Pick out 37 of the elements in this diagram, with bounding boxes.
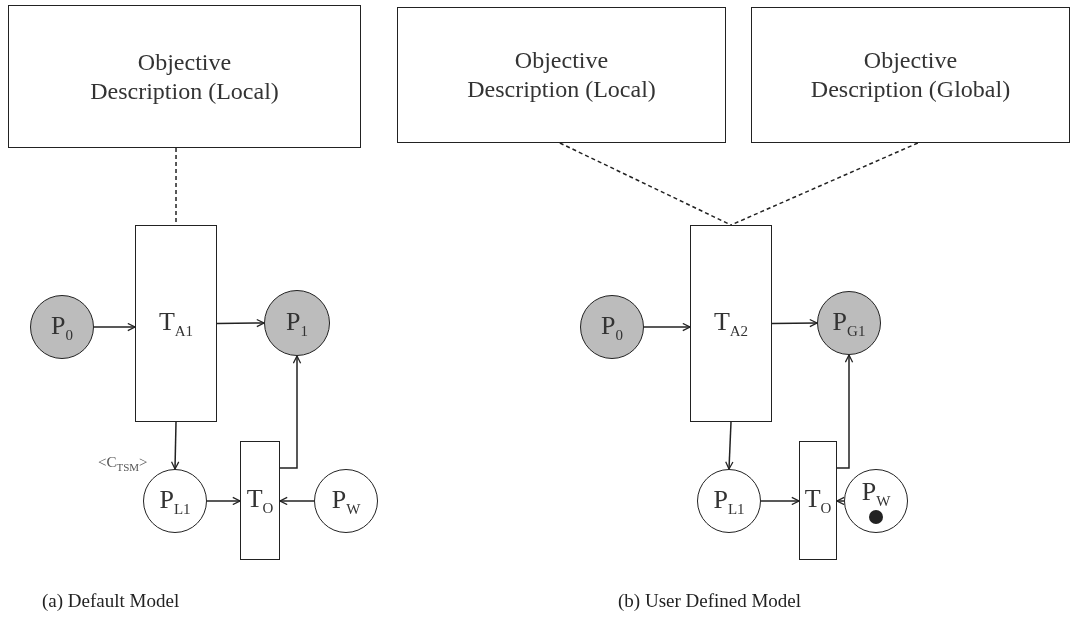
arrow (725, 421, 734, 470)
objective-box (751, 7, 1070, 143)
node-label: P$_{L1}$ (159, 483, 191, 519)
arrow (279, 496, 315, 506)
node-label: T$_{A2}$ (713, 306, 749, 341)
box-title: Objective Description (Local) (466, 46, 657, 104)
box-title: Objective Description (Local) (89, 47, 280, 106)
arrow (279, 355, 302, 469)
arrow (760, 496, 800, 506)
node-label: P$_{0}$ (51, 309, 73, 345)
arrow (216, 318, 265, 328)
node-label: P$_{G1}$ (832, 305, 866, 341)
node-label: P$_{0}$ (601, 309, 623, 345)
arrow (836, 496, 845, 506)
objective-box (397, 7, 726, 143)
arrow (206, 496, 241, 506)
arrow (643, 322, 691, 332)
node-label: P$_{1}$ (286, 305, 308, 341)
transition-box (240, 441, 280, 560)
arrow (836, 354, 854, 469)
arrow (93, 322, 136, 332)
caption: (b) User Defined Model (618, 590, 802, 612)
node-label: T$_{O}$ (804, 483, 832, 518)
node-label: P$_{W}$ (861, 476, 891, 511)
transition-box (799, 441, 837, 560)
caption: (a) Default Model (42, 590, 180, 612)
box-title: Objective Description (Global) (810, 46, 1011, 104)
transition-box (135, 225, 217, 422)
transition-box (690, 225, 772, 422)
node-label: P$_{W}$ (331, 483, 361, 519)
edge-label: <C$_{TSM}$> (98, 454, 148, 473)
arrow (170, 421, 180, 470)
node-label: T$_{A1}$ (158, 306, 194, 341)
node-label: T$_{O}$ (246, 483, 274, 518)
node-label: P$_{L1}$ (713, 483, 745, 519)
objective-box (8, 5, 361, 148)
arrow (771, 318, 818, 328)
